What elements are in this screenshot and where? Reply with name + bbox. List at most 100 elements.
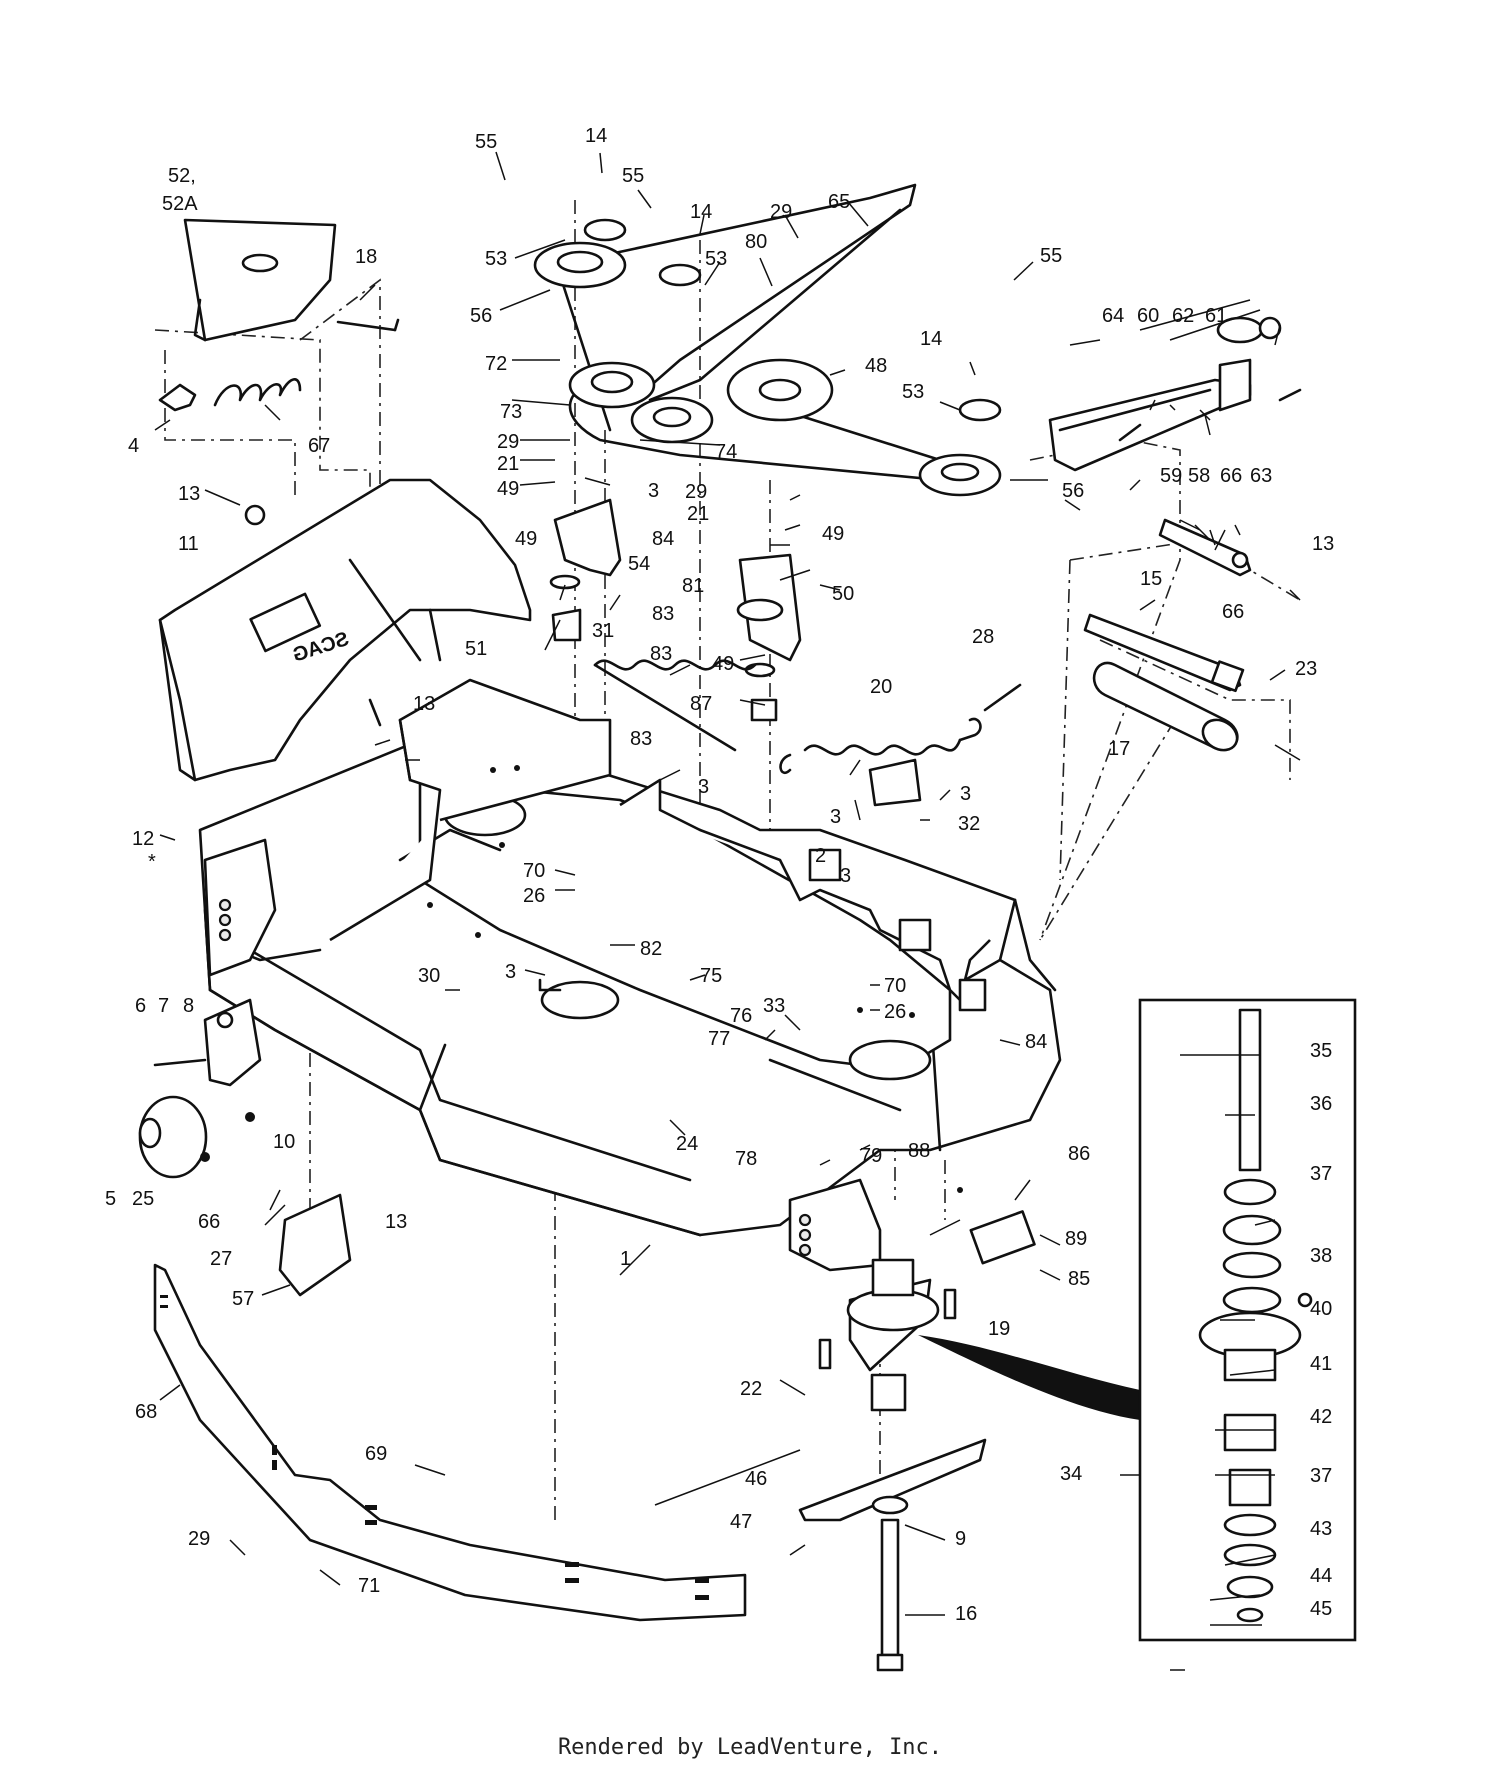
callout-label: 80 xyxy=(745,231,767,253)
callout-label: 5 xyxy=(105,1188,116,1210)
callout-label: 35 xyxy=(1310,1040,1332,1062)
callout-label: 42 xyxy=(1310,1406,1332,1428)
callout-label: 17 xyxy=(1108,738,1130,760)
callout-label: 9 xyxy=(955,1528,966,1550)
callout-label: 26 xyxy=(523,885,545,907)
callout-label: 89 xyxy=(1065,1228,1087,1250)
callout-label: 60 xyxy=(1137,305,1159,327)
callout-label: 37 xyxy=(1310,1163,1332,1185)
callout-label: 3 xyxy=(840,865,851,887)
callout-label: 77 xyxy=(708,1028,730,1050)
callout-label: 75 xyxy=(700,965,722,987)
callout-label: 64 xyxy=(1102,305,1124,327)
callout-label: 15 xyxy=(1140,568,1162,590)
callout-label: 74 xyxy=(715,441,737,463)
callout-label: 12 xyxy=(132,828,154,850)
callout-label: 72 xyxy=(485,353,507,375)
deflector-hardware xyxy=(158,218,400,526)
callout-label: 7 xyxy=(158,995,169,1017)
callout-label: 51 xyxy=(465,638,487,660)
callout-labels: 55 14 52, 52A 55 14 29 65 53 53 80 18 56… xyxy=(105,125,1334,1625)
mower-deck xyxy=(198,678,1062,1272)
callout-label: 29 xyxy=(188,1528,210,1550)
callout-label: 29 xyxy=(497,431,519,453)
callout-label: 2 xyxy=(815,845,826,867)
callout-label: 3 xyxy=(648,480,659,502)
callout-label: 45 xyxy=(1310,1598,1332,1620)
callout-label: 71 xyxy=(358,1575,380,1597)
callout-label: 87 xyxy=(690,693,712,715)
pulley-belt-system xyxy=(533,183,1002,497)
callout-label: 83 xyxy=(652,603,674,625)
callout-label: 53 xyxy=(705,248,727,270)
callout-label: 24 xyxy=(676,1133,698,1155)
callout-label: 14 xyxy=(690,201,712,223)
callout-label: 44 xyxy=(1310,1565,1332,1587)
callout-label: 58 xyxy=(1188,465,1210,487)
callout-label: 13 xyxy=(1312,533,1334,555)
callout-label: 29 xyxy=(685,481,707,503)
springs xyxy=(593,659,1022,774)
callout-label: 55 xyxy=(622,165,644,187)
callout-label: 28 xyxy=(972,626,994,648)
callout-label: 30 xyxy=(418,965,440,987)
callout-label: 1 xyxy=(620,1248,631,1270)
callout-label: 52A xyxy=(162,193,198,215)
callout-label: 8 xyxy=(183,995,194,1017)
callout-label: 26 xyxy=(884,1001,906,1023)
callout-label: 81 xyxy=(682,575,704,597)
front-bumper xyxy=(153,1193,1036,1622)
leader-lines xyxy=(154,151,1301,1671)
callout-label: 59 xyxy=(1160,465,1182,487)
callout-label: 13 xyxy=(385,1211,407,1233)
callout-label: 61 xyxy=(1205,305,1227,327)
callout-label: 37 xyxy=(1310,1465,1332,1487)
callout-label: 34 xyxy=(1060,1463,1082,1485)
callout-label: 19 xyxy=(988,1318,1010,1340)
callout-label: 57 xyxy=(232,1288,254,1310)
render-credit: Rendered by LeadVenture, Inc. xyxy=(557,1735,943,1760)
callout-label: 10 xyxy=(273,1131,295,1153)
callout-label: 48 xyxy=(865,355,887,377)
callout-label: 13 xyxy=(413,693,435,715)
callout-label: 40 xyxy=(1310,1298,1332,1320)
callout-label: 49 xyxy=(515,528,537,550)
callout-label: 18 xyxy=(355,246,377,268)
callout-label: 86 xyxy=(1068,1143,1090,1165)
callout-label: 83 xyxy=(630,728,652,750)
callout-label: 53 xyxy=(485,248,507,270)
callout-label: 3 xyxy=(830,806,841,828)
callout-label: 46 xyxy=(745,1468,767,1490)
callout-label: 88 xyxy=(908,1140,930,1162)
spindle-inset xyxy=(1138,998,1357,1642)
callout-label: 53 xyxy=(902,381,924,403)
callout-label: 27 xyxy=(210,1248,232,1270)
callout-label: 47 xyxy=(730,1511,752,1533)
callout-label: 52, xyxy=(168,165,196,187)
callout-label: 14 xyxy=(585,125,607,147)
callout-label: 49 xyxy=(822,523,844,545)
callout-label: 85 xyxy=(1068,1268,1090,1290)
callout-label: 38 xyxy=(1310,1245,1332,1267)
gauge-wheel-assembly xyxy=(138,998,262,1179)
callout-label: 82 xyxy=(640,938,662,960)
idler-arms xyxy=(549,498,922,807)
callout-label: 3 xyxy=(505,961,516,983)
callout-label: 55 xyxy=(1040,245,1062,267)
callout-label: 41 xyxy=(1310,1353,1332,1375)
callout-label: 65 xyxy=(828,191,850,213)
callout-label: 36 xyxy=(1310,1093,1332,1115)
callout-label: 31 xyxy=(592,620,614,642)
callout-label: 73 xyxy=(500,401,522,423)
callout-label: 13 xyxy=(178,483,200,505)
callout-label: 56 xyxy=(1062,480,1084,502)
callout-label: 50 xyxy=(832,583,854,605)
callout-label: 33 xyxy=(763,995,785,1017)
callout-label: 16 xyxy=(955,1603,977,1625)
callout-label: 79 xyxy=(860,1145,882,1167)
callout-label: 66 xyxy=(1220,465,1242,487)
callout-label: 49 xyxy=(497,478,519,500)
callout-label: 22 xyxy=(740,1378,762,1400)
callout-label: 29 xyxy=(770,201,792,223)
